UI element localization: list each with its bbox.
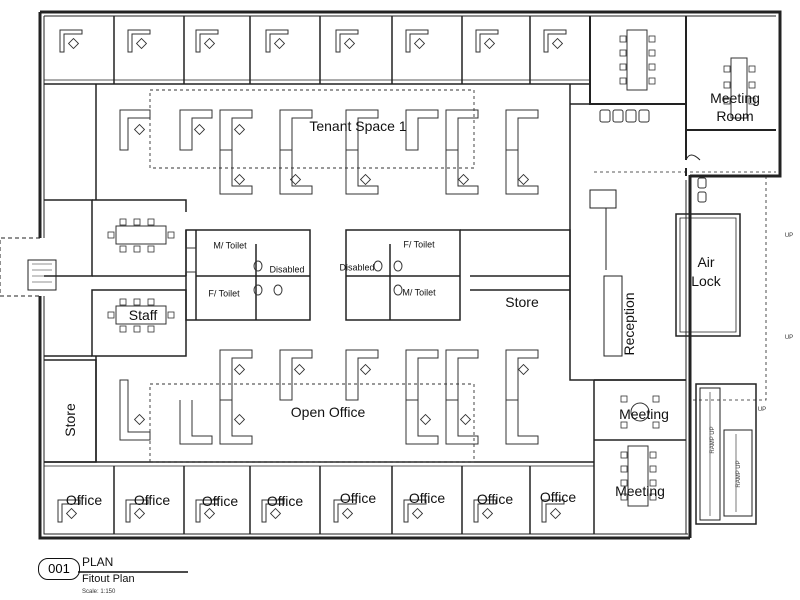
room-label-office-8: Office: [539, 489, 577, 505]
workstation-chairs: [133, 123, 530, 426]
toilet-label-f-right: F/ Toilet: [403, 239, 435, 250]
room-label-reception: Reception: [621, 292, 637, 356]
open-area-walls: [95, 84, 571, 462]
ramp-up-marker-2: RAMP UP: [736, 460, 742, 488]
room-label-office-7: Office: [476, 491, 514, 507]
room-label-open-office: Open Office: [290, 404, 366, 420]
toilet-label-f-left: F/ Toilet: [208, 288, 240, 299]
tenancy-outlines: [149, 89, 475, 463]
room-label-office-3: Office: [201, 493, 239, 509]
up-marker-2: UP: [784, 335, 794, 341]
up-marker-3: UP: [757, 407, 767, 413]
toilet-block: [185, 229, 571, 321]
ramp: [695, 383, 757, 525]
room-label-meeting-room-2: Room: [716, 108, 754, 124]
room-label-office-1: Office: [65, 492, 103, 508]
room-label-staff: Staff: [128, 307, 158, 323]
lower-meeting-rooms: [593, 379, 686, 534]
room-label-meeting-lower: Meeting: [615, 483, 665, 499]
room-label-office-6: Office: [408, 490, 446, 506]
up-marker-1: UP: [784, 233, 794, 239]
drawing-scale: Scale: 1:150: [82, 589, 116, 595]
outer-walls: [38, 10, 782, 540]
title-underline: [78, 571, 188, 573]
room-label-meeting-room-1: Meeting: [710, 90, 760, 106]
reception-area: [569, 103, 776, 401]
drawing-number: 001: [38, 558, 80, 580]
ramp-up-marker-1: RAMP UP: [710, 426, 716, 454]
top-office-row: [44, 16, 590, 85]
room-label-air-lock-1: Air: [697, 254, 715, 270]
room-label-meeting-upper: Meeting: [619, 406, 669, 422]
staff-tables: [115, 225, 167, 325]
toilet-label-disabled-left: Disabled: [269, 264, 305, 275]
lounge-chairs: [599, 109, 707, 203]
top-office-desks: [59, 29, 567, 53]
room-label-office-4: Office: [266, 493, 304, 509]
room-label-office-5: Office: [339, 490, 377, 506]
toilet-label-disabled-right: Disabled: [339, 262, 375, 273]
drawing-subtitle: Fitout Plan: [82, 573, 135, 585]
drawing-heading: PLAN: [82, 555, 114, 569]
room-label-store-left: Store: [62, 403, 78, 437]
bottom-office-row: [44, 461, 594, 534]
meeting-tables: [626, 29, 748, 507]
room-label-office-2: Office: [133, 492, 171, 508]
toilet-label-m-right: M/ Toilet: [402, 287, 436, 298]
meeting-small-table: [620, 395, 660, 429]
room-label-tenant-space: Tenant Space 1: [309, 118, 407, 134]
toilet-label-m-left: M/ Toilet: [213, 240, 247, 251]
workstation-clusters: [119, 109, 539, 445]
room-label-air-lock-2: Lock: [691, 273, 721, 289]
left-rooms: [0, 199, 187, 463]
toilet-fixtures: [185, 247, 403, 296]
room-label-store-center: Store: [505, 294, 539, 310]
